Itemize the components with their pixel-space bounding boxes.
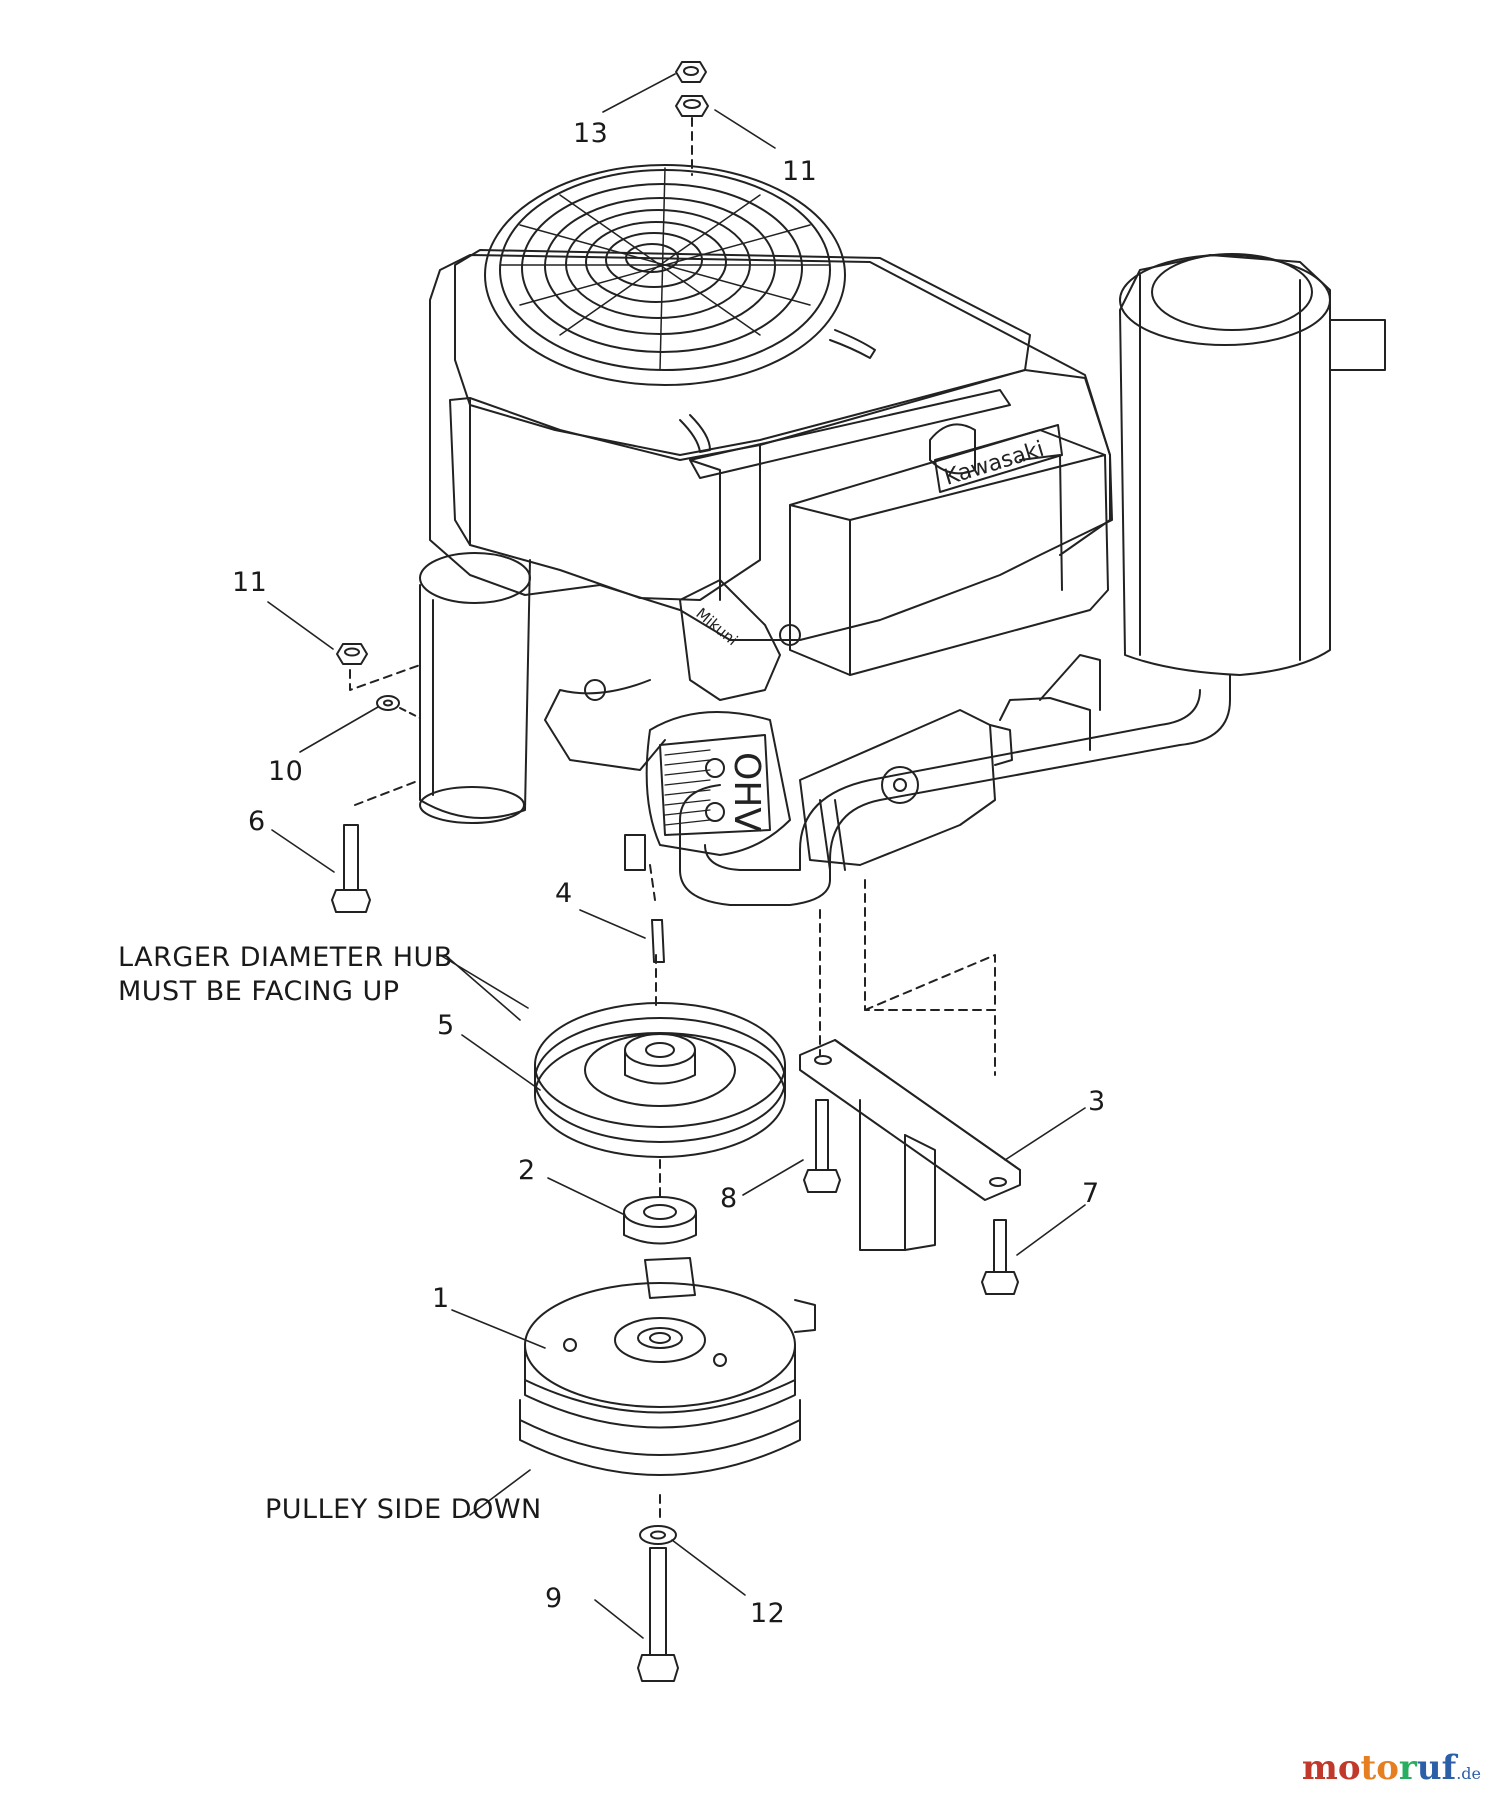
washer-10: [376, 695, 400, 711]
engine-assembly: Kawasaki: [429, 249, 1113, 676]
part-label-12: 12: [750, 1598, 786, 1629]
watermark-name: mo: [1301, 1748, 1361, 1788]
watermark-suffix: .de: [1456, 1764, 1481, 1783]
crankshaft: [624, 834, 657, 1011]
part-label-4: 4: [555, 878, 573, 909]
bolt-8: [803, 1099, 841, 1193]
valve-cover-text: OHV: [726, 752, 767, 832]
part-label-11-top: 11: [782, 156, 818, 187]
part-label-7: 7: [1082, 1178, 1100, 1209]
part-label-3: 3: [1088, 1086, 1106, 1117]
part-label-11-left: 11: [232, 567, 268, 598]
governor-bracket: [799, 654, 1101, 871]
mount-bracket-3: [799, 1039, 1021, 1251]
muffler: [419, 552, 531, 824]
nut-11-left: [336, 643, 368, 665]
nut-13: [675, 61, 707, 83]
spacer-2: [623, 1196, 697, 1245]
hub-note-line1: LARGER DIAMETER HUB: [118, 942, 453, 973]
part-label-2: 2: [518, 1155, 536, 1186]
watermark-logo: motoruf.de: [1301, 1748, 1481, 1788]
hub-note: LARGER DIAMETER HUB MUST BE FACING UP: [118, 941, 453, 1009]
hub-note-line2: MUST BE FACING UP: [118, 976, 400, 1007]
bolt-7: [981, 1219, 1019, 1295]
part-label-13: 13: [573, 118, 609, 149]
clutch-1: [519, 1257, 816, 1521]
air-cleaner: [679, 253, 1386, 906]
nut-11-top: [675, 95, 709, 117]
part-label-9: 9: [545, 1583, 563, 1614]
pulley-note: PULLEY SIDE DOWN: [265, 1494, 542, 1525]
key-4: [651, 919, 665, 963]
bolt-6: [331, 824, 371, 913]
valve-cover: OHV: [645, 711, 791, 856]
washer-12: [639, 1525, 677, 1545]
fan-guard: [484, 164, 876, 453]
part-label-10: 10: [268, 756, 304, 787]
part-label-6: 6: [248, 806, 266, 837]
part-label-1: 1: [432, 1283, 450, 1314]
part-label-8: 8: [720, 1183, 738, 1214]
pulley-5: [534, 1002, 786, 1199]
bolt-9: [637, 1547, 679, 1682]
part-label-5: 5: [437, 1010, 455, 1041]
carburetor-brand-text: Mikuni: [692, 604, 741, 649]
